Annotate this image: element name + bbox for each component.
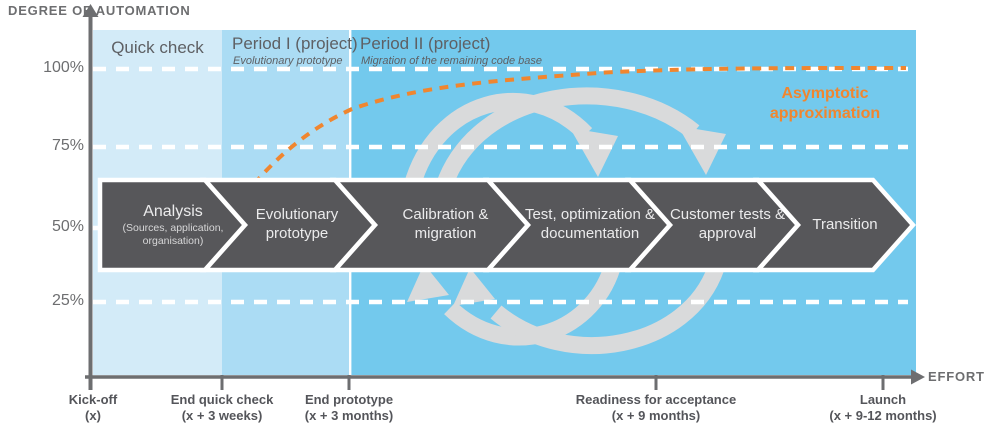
milestone-readiness: Readiness for acceptance (x + 9 months) — [561, 392, 751, 425]
y-axis-arrow-icon — [82, 4, 99, 17]
stage-analysis: Analysis (Sources, application, organisa… — [103, 180, 243, 270]
y-tick-100: 100% — [43, 59, 84, 76]
loop-arrowhead-up-2 — [453, 268, 495, 306]
stage-transition: Transition — [785, 180, 905, 270]
milestone-name: Kick-off — [68, 392, 118, 407]
y-tick-25: 25% — [51, 292, 84, 309]
iteration-loop-arrowheads — [407, 126, 726, 306]
region-title-period-2: Period II (project) — [360, 34, 491, 53]
iteration-loop-arcs — [403, 87, 725, 355]
asymptote-curve — [252, 65, 907, 186]
stage-sublabel: (Sources, application, organisation) — [122, 221, 224, 247]
milestone-kick-off: Kick-off (x) — [0, 392, 188, 425]
milestone-name: End prototype — [304, 392, 394, 407]
milestone-time: (x + 3 months) — [304, 408, 394, 424]
stage-band — [97, 177, 917, 273]
region-title-period-1: Period I (project) — [232, 34, 358, 53]
milestone-time: (x + 9 months) — [611, 408, 701, 424]
milestone-time: (x + 9-12 months) — [829, 408, 937, 424]
x-axis-arrow-icon — [911, 369, 925, 385]
x-axis-ticks — [220, 375, 885, 390]
loop-arc-bottom-2 — [490, 264, 725, 355]
milestone-name: End quick check — [170, 392, 274, 407]
loop-arrowhead-down-1 — [570, 128, 618, 177]
stage-label: Analysis — [143, 202, 203, 220]
loop-arc-top-2 — [435, 87, 700, 190]
region-subtitle-period-2: Migration of the remaining code base — [361, 55, 542, 67]
milestone-launch: Launch (x + 9-12 months) — [788, 392, 978, 425]
x-axis-title: EFFORT — [928, 369, 985, 384]
stage-customer-tests: Customer tests & approval — [655, 180, 800, 270]
asymptote-annotation: Asymptotic approximation — [769, 85, 881, 122]
stage-label: Transition — [812, 215, 878, 233]
stage-label: Evolutionary prototype — [255, 206, 339, 242]
loop-arrowhead-down-2 — [678, 126, 726, 175]
milestone-end-quick-check: End quick check (x + 3 weeks) — [127, 392, 317, 425]
y-axis-title: DEGREE OF AUTOMATION — [8, 3, 191, 18]
chevron-transition — [752, 177, 917, 273]
stage-label: Customer tests & approval — [669, 206, 786, 242]
stage-label: Calibration & migration — [402, 206, 489, 242]
milestone-time: (x) — [85, 408, 101, 424]
region-title-quick-check: Quick check — [111, 38, 204, 57]
stage-calibration-migration: Calibration & migration — [378, 180, 513, 270]
milestone-time: (x + 3 weeks) — [181, 408, 263, 424]
milestone-end-prototype: End prototype (x + 3 months) — [254, 392, 444, 425]
milestone-name: Readiness for acceptance — [575, 392, 737, 407]
y-tick-75: 75% — [51, 137, 84, 154]
milestone-name: Launch — [859, 392, 907, 407]
loop-arc-top-1 — [403, 92, 593, 189]
y-tick-50: 50% — [51, 218, 84, 235]
stage-label: Test, optimization & documentation — [524, 206, 656, 242]
region-subtitle-period-1: Evolutionary prototype — [233, 55, 343, 67]
loop-arrowhead-up-1 — [407, 264, 449, 302]
axes — [82, 4, 925, 390]
stage-evolutionary-prototype: Evolutionary prototype — [237, 180, 357, 270]
stage-test-optimization: Test, optimization & documentation — [520, 180, 660, 270]
